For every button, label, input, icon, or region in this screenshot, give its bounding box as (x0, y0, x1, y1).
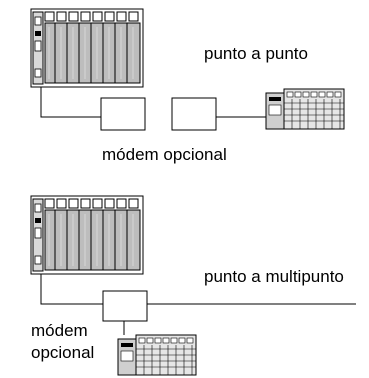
point-to-point-diagram (30, 8, 345, 131)
point-to-point-label: punto a punto (204, 44, 308, 63)
rack-chassis (30, 195, 144, 275)
optional-modem-label-line2: opcional (31, 343, 95, 362)
controller (117, 334, 197, 376)
bus-line (40, 274, 356, 305)
link-line (40, 87, 101, 118)
modem-box (102, 290, 148, 322)
rack-chassis (30, 8, 144, 88)
point-to-multipoint-label: punto a multipunto (204, 267, 344, 286)
modem-box (171, 97, 217, 131)
modem-box (100, 97, 146, 131)
controller (265, 88, 345, 130)
optional-modem-label-line1: módem (31, 321, 88, 340)
optional-modem-label: módem opcional (102, 145, 227, 164)
point-to-multipoint-diagram (30, 195, 356, 376)
